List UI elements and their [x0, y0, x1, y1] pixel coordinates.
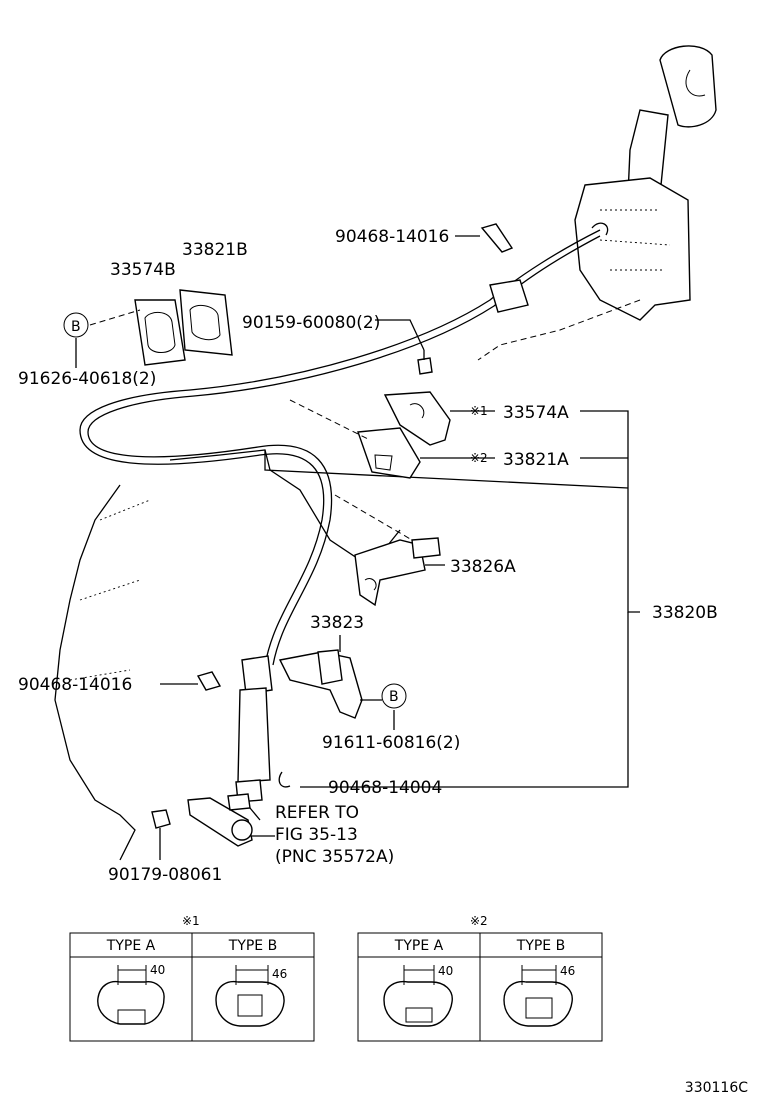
- label-33826A: 33826A: [450, 557, 516, 577]
- legend-table-1-dim-b: 46: [272, 967, 287, 981]
- legend-table-2: ※2 TYPE A TYPE B 40 46: [357, 914, 603, 1042]
- clip-90468-14016-top: [480, 223, 514, 253]
- plate-type-a-icon: [383, 965, 453, 1027]
- refer-line-1: REFER TO: [275, 803, 359, 823]
- label-90468-14016-mid: 90468-14016: [18, 675, 132, 695]
- note-marker-2: ※2: [470, 451, 488, 465]
- label-33821A: 33821A: [503, 450, 569, 470]
- shift-lever-assembly: [477, 45, 717, 361]
- transmission-housing: [54, 449, 629, 861]
- plate-33821B: [179, 289, 233, 356]
- marker-b-mid: B: [389, 689, 399, 705]
- bracket-33823: [278, 649, 363, 719]
- leader-lines: [75, 235, 640, 860]
- shift-lever-arm: [187, 797, 253, 847]
- refer-line-3: (PNC 35572A): [275, 847, 394, 867]
- label-33820B: 33820B: [652, 603, 718, 623]
- refer-line-2: FIG 35-13: [275, 825, 358, 845]
- label-90159-60080: 90159-60080(2): [242, 313, 380, 333]
- label-33823: 33823: [310, 613, 364, 633]
- label-90468-14016-top: 90468-14016: [335, 227, 449, 247]
- bracket-33826A: [354, 537, 441, 607]
- label-33821B: 33821B: [182, 240, 248, 260]
- legend-table-2-dim-a: 40: [438, 964, 453, 978]
- legend-table-1-header-b: TYPE B: [228, 938, 277, 954]
- clip-90468-14016-mid: [196, 671, 222, 691]
- nut-90179-08061: [151, 809, 171, 829]
- marker-b-top-circle: [63, 312, 89, 338]
- marker-b-mid-circle: [381, 683, 407, 709]
- clip-90468-14004: [278, 771, 291, 788]
- gasket-type-a-icon: [97, 965, 165, 1025]
- label-91611-60816: 91611-60816(2): [322, 733, 460, 753]
- legend-table-2-header-b: TYPE B: [516, 938, 565, 954]
- plate-type-b-icon: [503, 965, 573, 1027]
- label-90179-08061: 90179-08061: [108, 865, 222, 885]
- gasket-type-b-icon: [215, 965, 285, 1027]
- label-33574B: 33574B: [110, 260, 176, 280]
- gasket-33574A: [383, 391, 451, 446]
- label-91626-40618: 91626-40618(2): [18, 369, 156, 389]
- legend-table-1-header-a: TYPE A: [106, 938, 156, 954]
- legend-table-1: ※1 TYPE A TYPE B 40 46: [69, 914, 315, 1042]
- label-90468-14004: 90468-14004: [328, 778, 442, 798]
- gasket-33574B: [134, 299, 186, 366]
- plate-33821A: [357, 427, 421, 479]
- bolt-90159-60080: [417, 350, 433, 375]
- legend-table-1-dim-a: 40: [150, 963, 165, 977]
- ball-joint: [227, 793, 251, 811]
- figure-code: 330116C: [685, 1080, 748, 1096]
- legend-table-2-header-a: TYPE A: [394, 938, 444, 954]
- legend-table-1-note: ※1: [182, 914, 200, 928]
- label-33574A: 33574A: [503, 403, 569, 423]
- marker-b-top: B: [71, 319, 81, 335]
- legend-table-2-dim-b: 46: [560, 964, 575, 978]
- note-marker-1: ※1: [470, 404, 488, 418]
- legend-table-2-note: ※2: [470, 914, 488, 928]
